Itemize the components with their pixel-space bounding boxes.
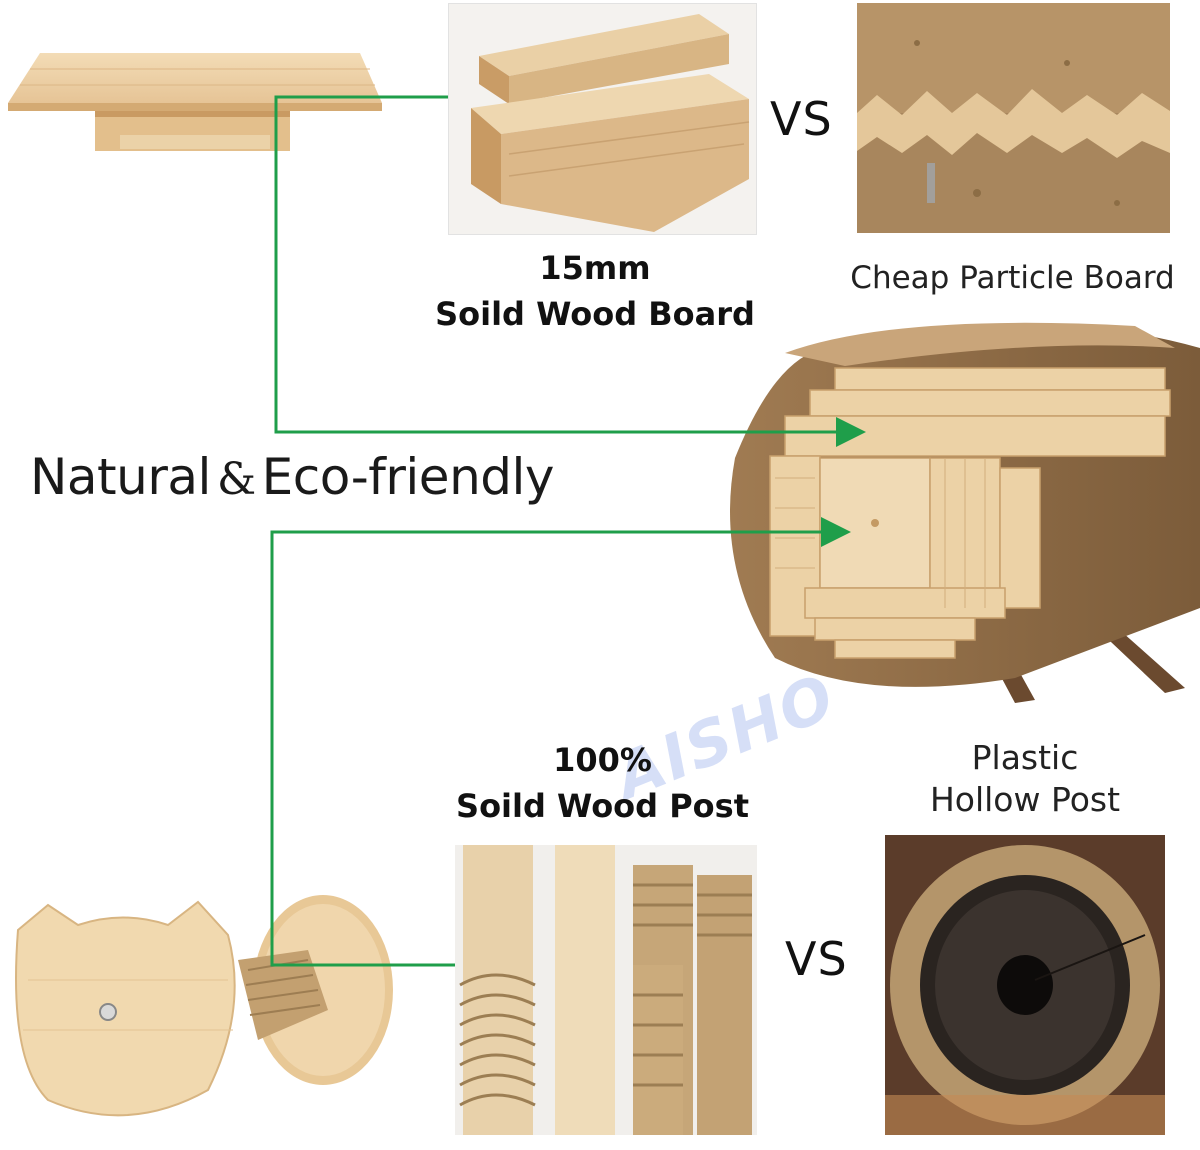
plastic-hollow-post-label: Plastic Hollow Post [900, 737, 1150, 821]
wall-shelf-photo [0, 45, 390, 165]
board-thickness-text: 15mm [539, 249, 651, 287]
hollow-post-text: Hollow Post [929, 780, 1121, 819]
log-cross-section-photo [715, 308, 1200, 708]
solid-wood-board-photo [448, 3, 757, 235]
headline-eco-friendly: Eco-friendly [261, 448, 555, 506]
cheap-particle-board-label: Cheap Particle Board [850, 260, 1175, 296]
headline-ampersand: & [216, 454, 256, 505]
post-material-text: Soild Wood Post [456, 787, 749, 825]
vs-label-top: VS [770, 92, 833, 146]
solid-wood-post-label: 100% Soild Wood Post [410, 737, 795, 829]
particle-board-photo [857, 3, 1170, 233]
headline-natural: Natural [30, 448, 211, 506]
post-percent-text: 100% [553, 741, 652, 779]
solid-wood-post-photo [455, 845, 757, 1135]
plastic-text: Plastic [971, 738, 1079, 777]
headline: Natural&Eco-friendly [30, 448, 554, 506]
plastic-hollow-post-photo [885, 835, 1165, 1135]
cat-head-shelf-photo [8, 890, 393, 1135]
vs-label-bottom: VS [785, 932, 848, 986]
